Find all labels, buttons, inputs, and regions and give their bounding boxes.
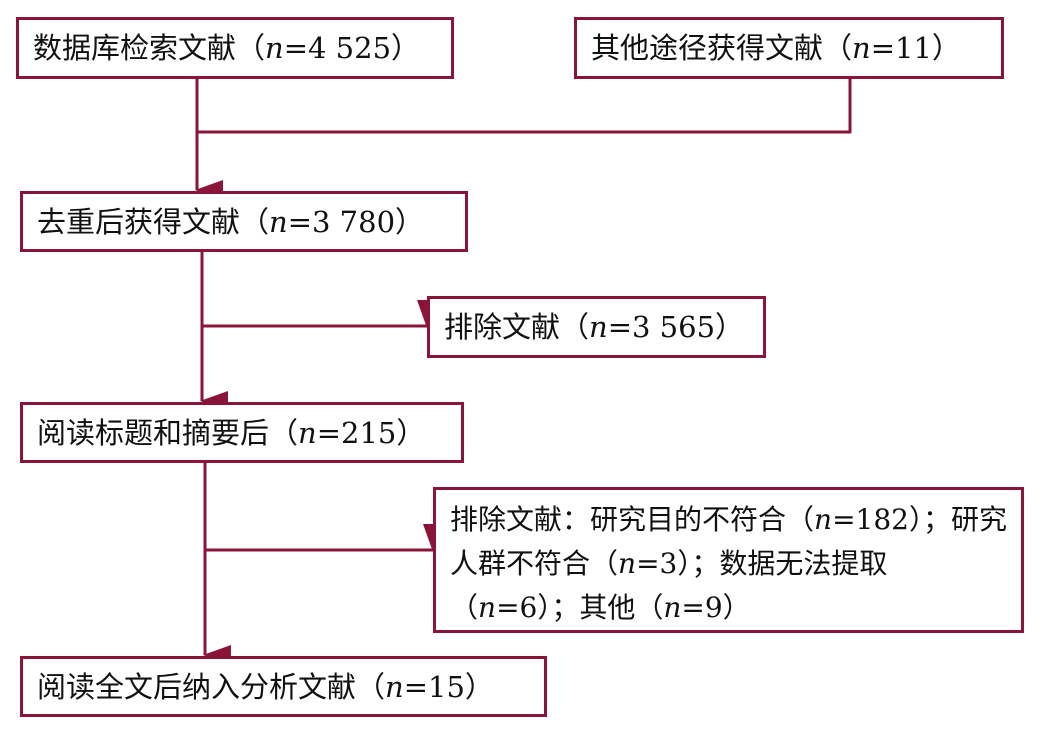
n-symbol: n — [589, 310, 608, 344]
n-symbol: n — [298, 415, 317, 450]
label-text: 去重后获得文献（ — [37, 204, 270, 239]
label-text: =3）；数据无法提取（ — [450, 547, 888, 624]
label-text: =9） — [681, 591, 751, 624]
label-text: =6）；其他（ — [496, 591, 664, 624]
box-other-sources: 其他途径获得文献（n=11） — [574, 17, 1004, 79]
n-symbol: n — [852, 31, 871, 65]
n-symbol: n — [814, 503, 833, 536]
label-text: =3 780） — [287, 204, 425, 239]
label-text: 阅读标题和摘要后（ — [37, 415, 299, 450]
label-text: =11） — [870, 31, 961, 65]
n-symbol: n — [269, 204, 288, 239]
box-title-abstract-screened: 阅读标题和摘要后（n=215） — [20, 402, 464, 463]
label-text: 数据库检索文献（ — [33, 31, 266, 65]
excluded-2-label: 排除文献：研究目的不符合（n=182）；研究人群不符合（n=3）；数据无法提取（… — [450, 498, 1007, 630]
label-text: 排除文献：研究目的不符合（ — [450, 503, 815, 536]
label-text: =4 525） — [283, 31, 421, 65]
label-text: =182）；研究人群不符合（ — [450, 503, 1007, 580]
n-symbol: n — [265, 31, 284, 65]
label-text: 阅读全文后纳入分析文献（ — [37, 669, 386, 704]
box-included: 阅读全文后纳入分析文献（n=15） — [20, 656, 547, 717]
label-text: 其他途径获得文献（ — [591, 31, 853, 65]
other-sources-label: 其他途径获得文献（n=11） — [591, 26, 961, 70]
box-database-search: 数据库检索文献（n=4 525） — [16, 17, 454, 79]
box-after-dedup: 去重后获得文献（n=3 780） — [20, 191, 468, 252]
label-text: =215） — [316, 415, 426, 450]
n-symbol: n — [478, 591, 497, 624]
label-text: =15） — [403, 669, 494, 704]
database-search-label: 数据库检索文献（n=4 525） — [33, 26, 420, 70]
label-text: 排除文献（ — [444, 310, 590, 344]
excluded-1-label: 排除文献（n=3 565） — [444, 305, 744, 349]
label-text: =3 565） — [607, 310, 745, 344]
box-excluded-2: 排除文献：研究目的不符合（n=182）；研究人群不符合（n=3）；数据无法提取（… — [433, 487, 1024, 633]
n-symbol: n — [385, 669, 404, 704]
box-excluded-1: 排除文献（n=3 565） — [427, 296, 766, 358]
after-dedup-label: 去重后获得文献（n=3 780） — [37, 200, 424, 244]
n-symbol: n — [618, 547, 637, 580]
included-label: 阅读全文后纳入分析文献（n=15） — [37, 665, 494, 709]
n-symbol: n — [663, 591, 682, 624]
title-abstract-screened-label: 阅读标题和摘要后（n=215） — [37, 411, 425, 455]
